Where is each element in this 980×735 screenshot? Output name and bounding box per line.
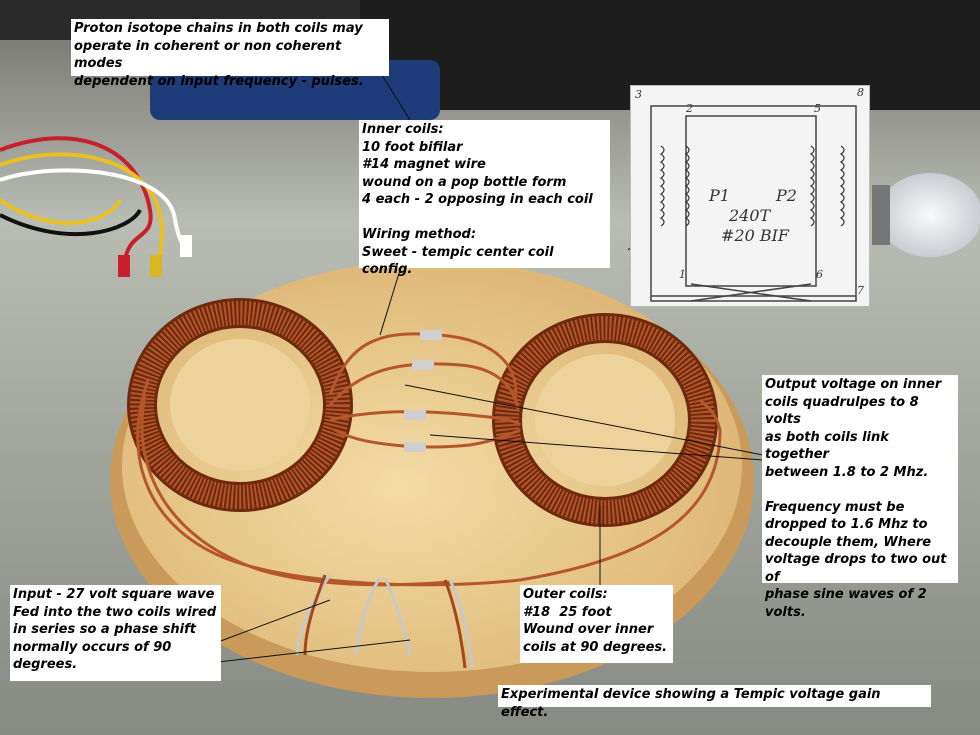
clip-white <box>180 235 192 257</box>
outer-wiring <box>136 379 722 587</box>
label-p1: P1 <box>709 186 730 205</box>
splice-3 <box>404 410 426 420</box>
label-p2: P2 <box>776 186 797 205</box>
center-wiring <box>328 332 522 449</box>
schematic-drawing <box>650 105 857 302</box>
input-terminals <box>295 574 474 669</box>
node-6: 6 <box>816 268 823 281</box>
node-2: 2 <box>686 102 693 115</box>
node-7: 7 <box>857 284 864 297</box>
coil-windings <box>659 145 845 227</box>
schematic-inset: 3 2 5 8 1 6 7 P1 P2 240T #20 BIF <box>630 85 870 307</box>
inner-coils-annotation: Inner coils: 10 foot bifilar #14 magnet … <box>359 120 610 277</box>
proton-annotation: Proton isotope chains in both coils may … <box>71 19 389 89</box>
node-3: 3 <box>635 88 642 101</box>
clip-red <box>118 255 130 277</box>
label-wire: #20 BIF <box>721 226 790 245</box>
caption: Experimental device showing a Tempic vol… <box>498 685 931 720</box>
node-1: 1 <box>679 268 686 281</box>
splice-1 <box>420 330 442 340</box>
label-turns: 240T <box>729 206 771 225</box>
left-coil <box>127 298 353 512</box>
splice-4 <box>404 442 426 452</box>
splice-2 <box>412 360 434 370</box>
test-leads <box>0 136 187 261</box>
input-terminal-copper <box>303 574 467 669</box>
clip-yellow <box>150 255 162 277</box>
right-coil <box>492 313 718 527</box>
bulb-base <box>872 185 890 245</box>
output-voltage-annotation: Output voltage on inner coils quadrulpes… <box>762 375 958 620</box>
input-annotation: Input - 27 volt square wave Fed into the… <box>10 585 221 681</box>
node-5: 5 <box>814 102 821 115</box>
light-bulb <box>878 173 980 257</box>
outer-coils-annotation: Outer coils: #18 25 foot Wound over inne… <box>520 585 673 663</box>
node-8: 8 <box>857 86 864 99</box>
